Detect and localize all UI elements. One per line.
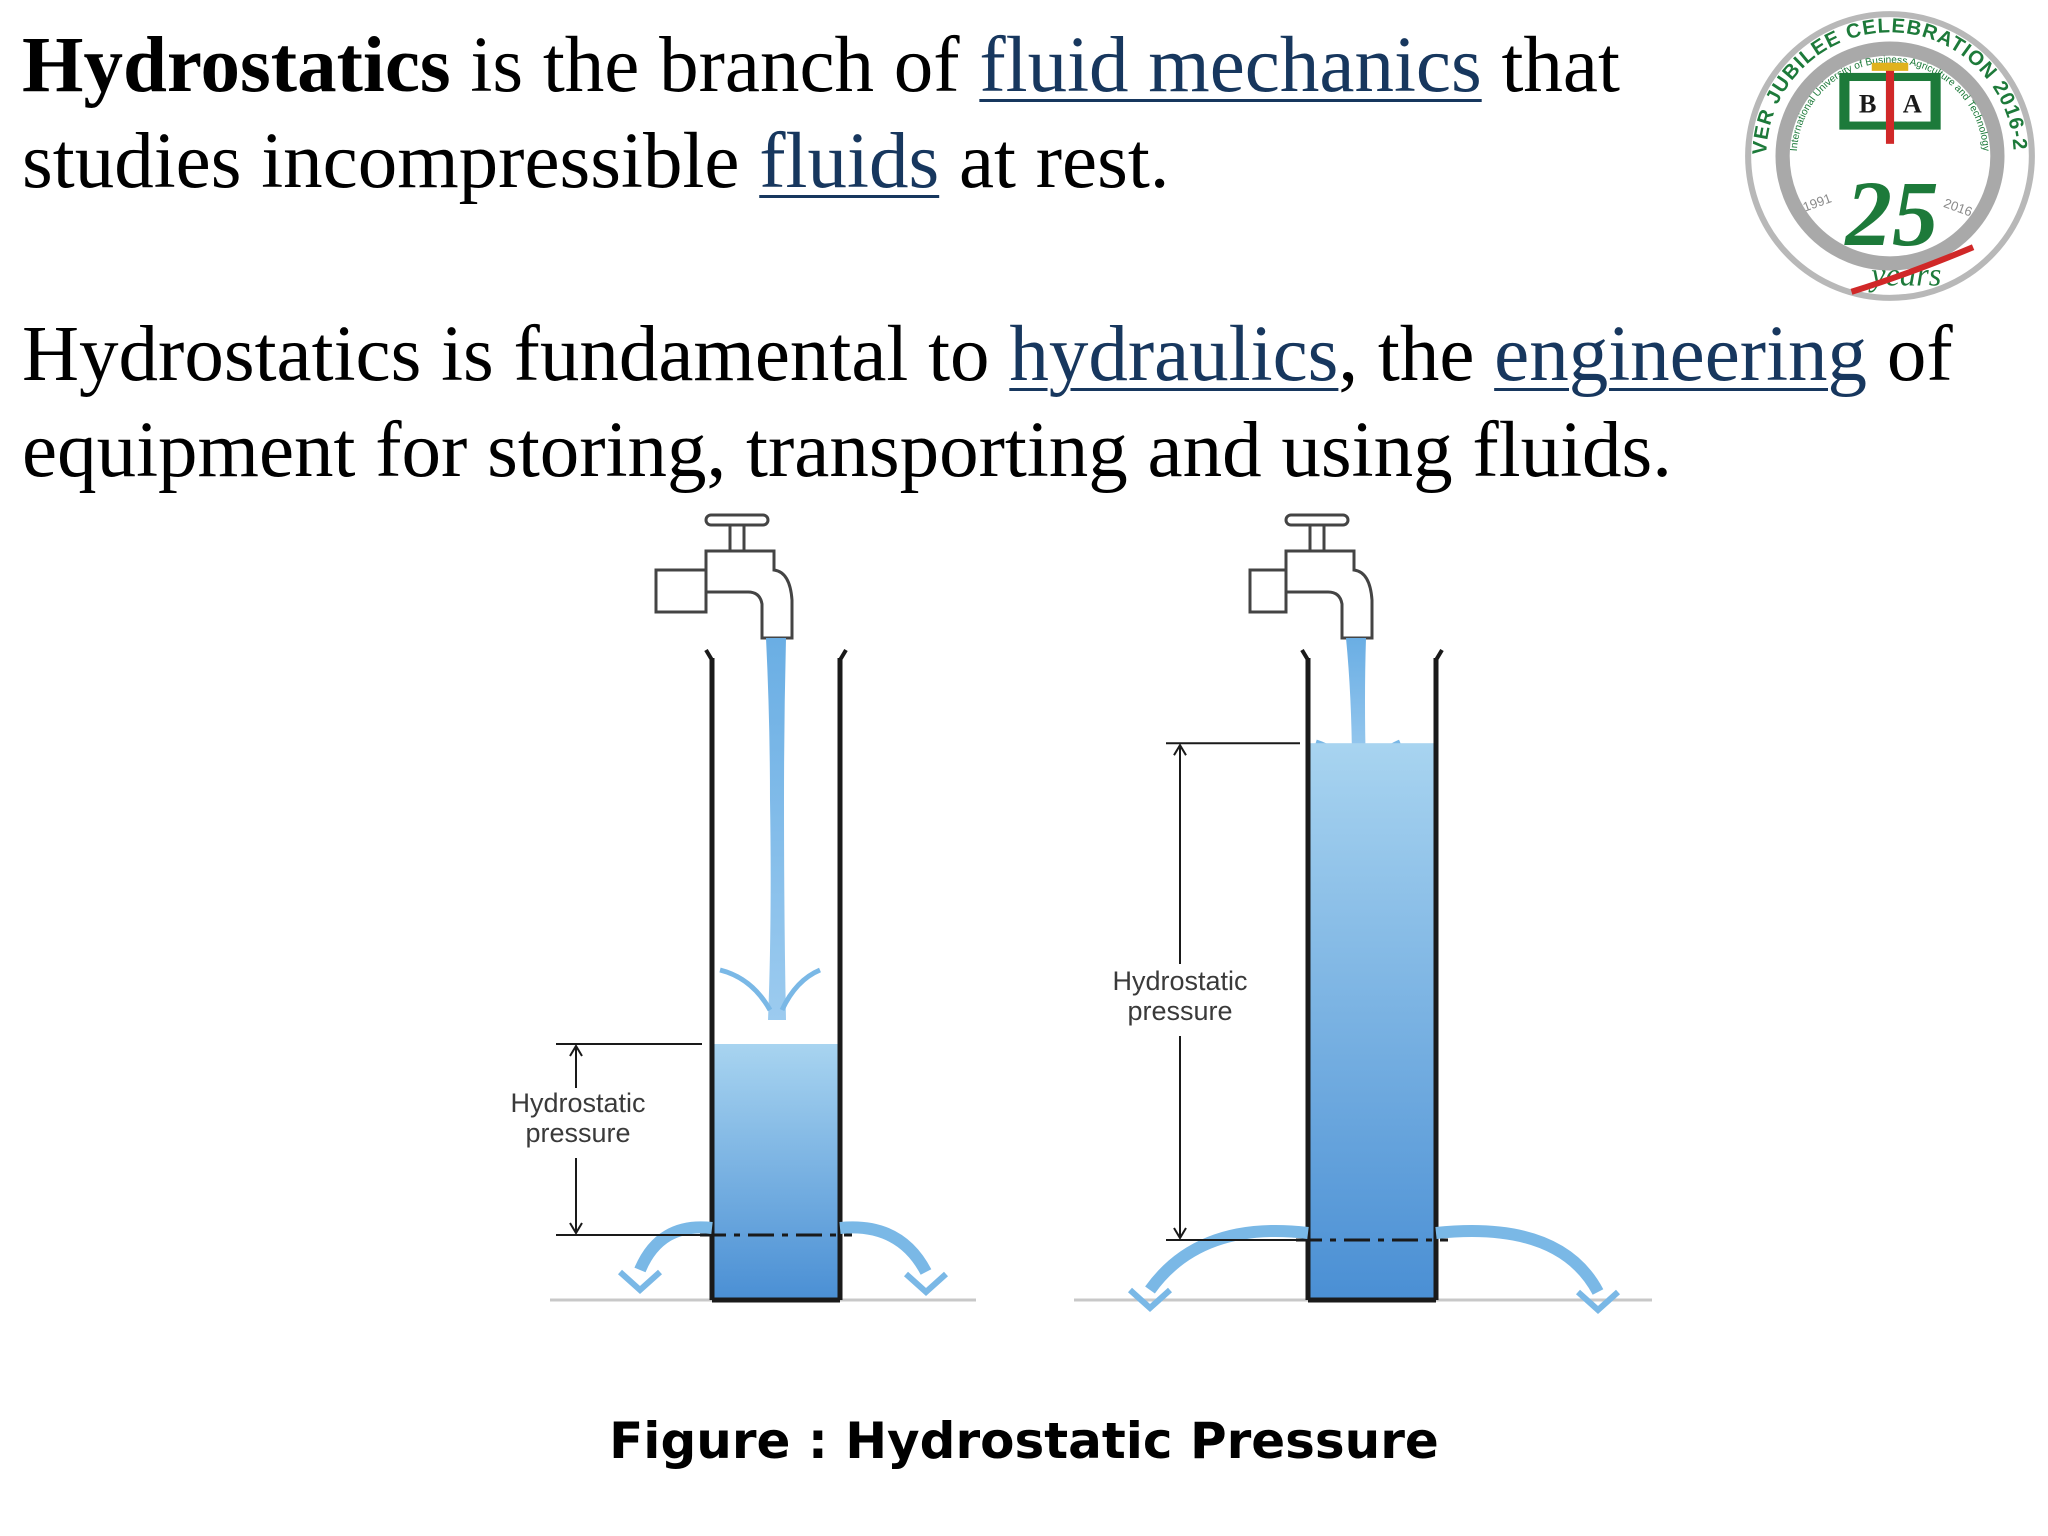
text: at rest. xyxy=(939,118,1170,205)
logo-inner-ring xyxy=(1775,41,2005,271)
paragraph-definition: Hydrostatics is the branch of fluid mech… xyxy=(22,18,1722,210)
university-jubilee-logo: SILVER JUBILEE CELEBRATION 2016-2017 Int… xyxy=(1738,4,2035,301)
link-fluids[interactable]: fluids xyxy=(759,118,940,205)
left-outlet-jet-right xyxy=(839,1221,932,1275)
logo-swoosh xyxy=(1850,244,1975,295)
left-water-stream xyxy=(766,638,786,1020)
left-pressure-dimension: Hydrostatic pressure xyxy=(500,1043,702,1236)
left-pressure-label-line2: pressure xyxy=(525,1118,630,1148)
link-engineering[interactable]: engineering xyxy=(1494,311,1868,398)
text: of equipment for storing, transporting a… xyxy=(22,311,1953,494)
right-pressure-label-line2: pressure xyxy=(1127,996,1232,1026)
right-pressure-label-line1: Hydrostatic xyxy=(1112,966,1247,996)
figure-caption: Figure : Hydrostatic Pressure xyxy=(609,1412,1439,1470)
right-faucet xyxy=(1248,513,1374,640)
right-pressure-dimension: Hydrostatic pressure xyxy=(1100,742,1300,1241)
left-arrow-down-icon xyxy=(569,1222,583,1235)
link-fluid-mechanics[interactable]: fluid mechanics xyxy=(979,22,1482,109)
paragraph-hydraulics: Hydrostatics is fundamental to hydraulic… xyxy=(22,307,2032,499)
link-hydraulics[interactable]: hydraulics xyxy=(1009,311,1339,398)
logo-number-25: 25 xyxy=(1843,163,1938,266)
right-water-stream xyxy=(1346,638,1366,770)
right-tank-assembly: Hydrostatic pressure xyxy=(1074,513,1652,1315)
text: Hydrostatics is fundamental to xyxy=(22,311,1010,398)
left-faucet xyxy=(654,513,794,640)
left-tank-assembly: Hydrostatic pressure xyxy=(500,513,976,1303)
hydrostatic-pressure-diagram: Hydrostatic pressure Hydrost xyxy=(500,513,1652,1315)
logo-letter-a: A xyxy=(1903,89,1922,118)
text: is the branch of xyxy=(450,22,980,109)
left-pressure-label-line1: Hydrostatic xyxy=(510,1088,645,1118)
left-splash xyxy=(719,967,822,1012)
term-hydrostatics: Hydrostatics xyxy=(22,22,451,109)
logo-letter-b: B xyxy=(1859,89,1877,118)
left-tank-water xyxy=(712,1044,840,1300)
right-tank-water xyxy=(1308,743,1436,1300)
left-arrow-up-icon xyxy=(569,1044,583,1057)
right-arrow-down-icon xyxy=(1173,1227,1187,1240)
text: that studies incompressible xyxy=(22,22,1620,205)
text: , the xyxy=(1338,311,1495,398)
right-arrow-up-icon xyxy=(1173,743,1187,756)
right-outlet-jet-right xyxy=(1435,1225,1604,1295)
